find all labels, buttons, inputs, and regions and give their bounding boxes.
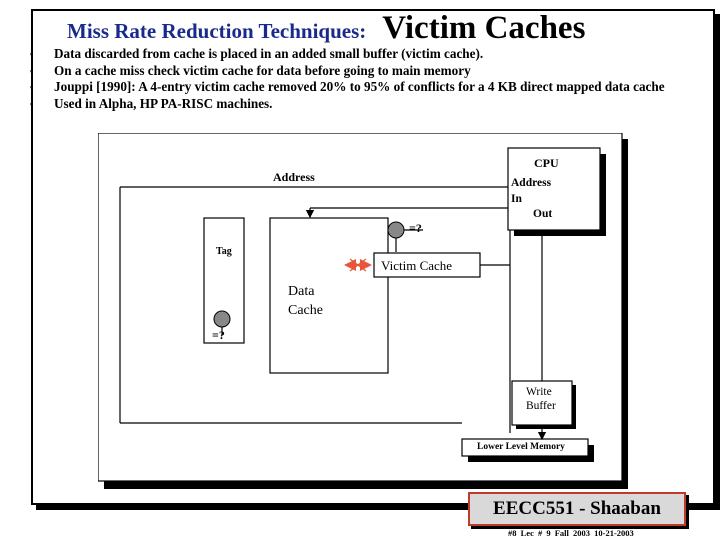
bullet-item: Jouppi [1990]: A 4-entry victim cache re… xyxy=(28,79,688,96)
slide-title: Miss Rate Reduction Techniques: Victim C… xyxy=(67,10,585,47)
bullet-item: On a cache miss check victim cache for d… xyxy=(28,63,688,80)
lecture-info: #8 Lec # 9 Fall 2003 10-21-2003 xyxy=(508,528,634,538)
in-label: In xyxy=(511,193,522,205)
address-label: Address xyxy=(273,170,315,184)
data-cache-label-line2: Cache xyxy=(288,303,323,318)
diagram-drawing xyxy=(98,133,628,489)
data-cache-label-line1: Data xyxy=(288,284,315,299)
bullet-list: Data discarded from cache is placed in a… xyxy=(28,46,688,112)
victim-cache-diagram: CPU Address Address In Out =? Tag Victim… xyxy=(98,133,628,490)
data-cache-box xyxy=(269,217,389,374)
lower-level-memory-box xyxy=(461,438,589,457)
bullet-item: Used in Alpha, HP PA-RISC machines. xyxy=(28,96,688,113)
tag-comparator xyxy=(213,310,231,328)
title-emphasis: Victim Caches xyxy=(382,10,586,46)
write-buffer-box xyxy=(511,380,573,426)
victim-comparator xyxy=(387,221,405,239)
swap-arrow-accent xyxy=(349,258,367,272)
address-in-label: Address xyxy=(511,177,552,189)
tag-compare-label: =? xyxy=(212,328,225,342)
victim-cache-label: Victim Cache xyxy=(381,258,453,273)
cpu-label: CPU xyxy=(534,156,559,170)
out-label: Out xyxy=(533,208,553,220)
tag-label: Tag xyxy=(216,246,232,257)
cpu-box xyxy=(507,147,601,231)
title-main: Miss Rate Reduction Techniques: xyxy=(67,19,367,43)
bullet-item: Data discarded from cache is placed in a… xyxy=(28,46,688,63)
course-footer: EECC551 - Shaaban xyxy=(468,492,686,526)
write-buffer-label-line1: Write xyxy=(526,386,552,398)
victim-compare-label: =? xyxy=(409,221,422,235)
write-buffer-label-line2: Buffer xyxy=(526,400,556,412)
lower-level-memory-label: Lower Level Memory xyxy=(477,442,565,452)
